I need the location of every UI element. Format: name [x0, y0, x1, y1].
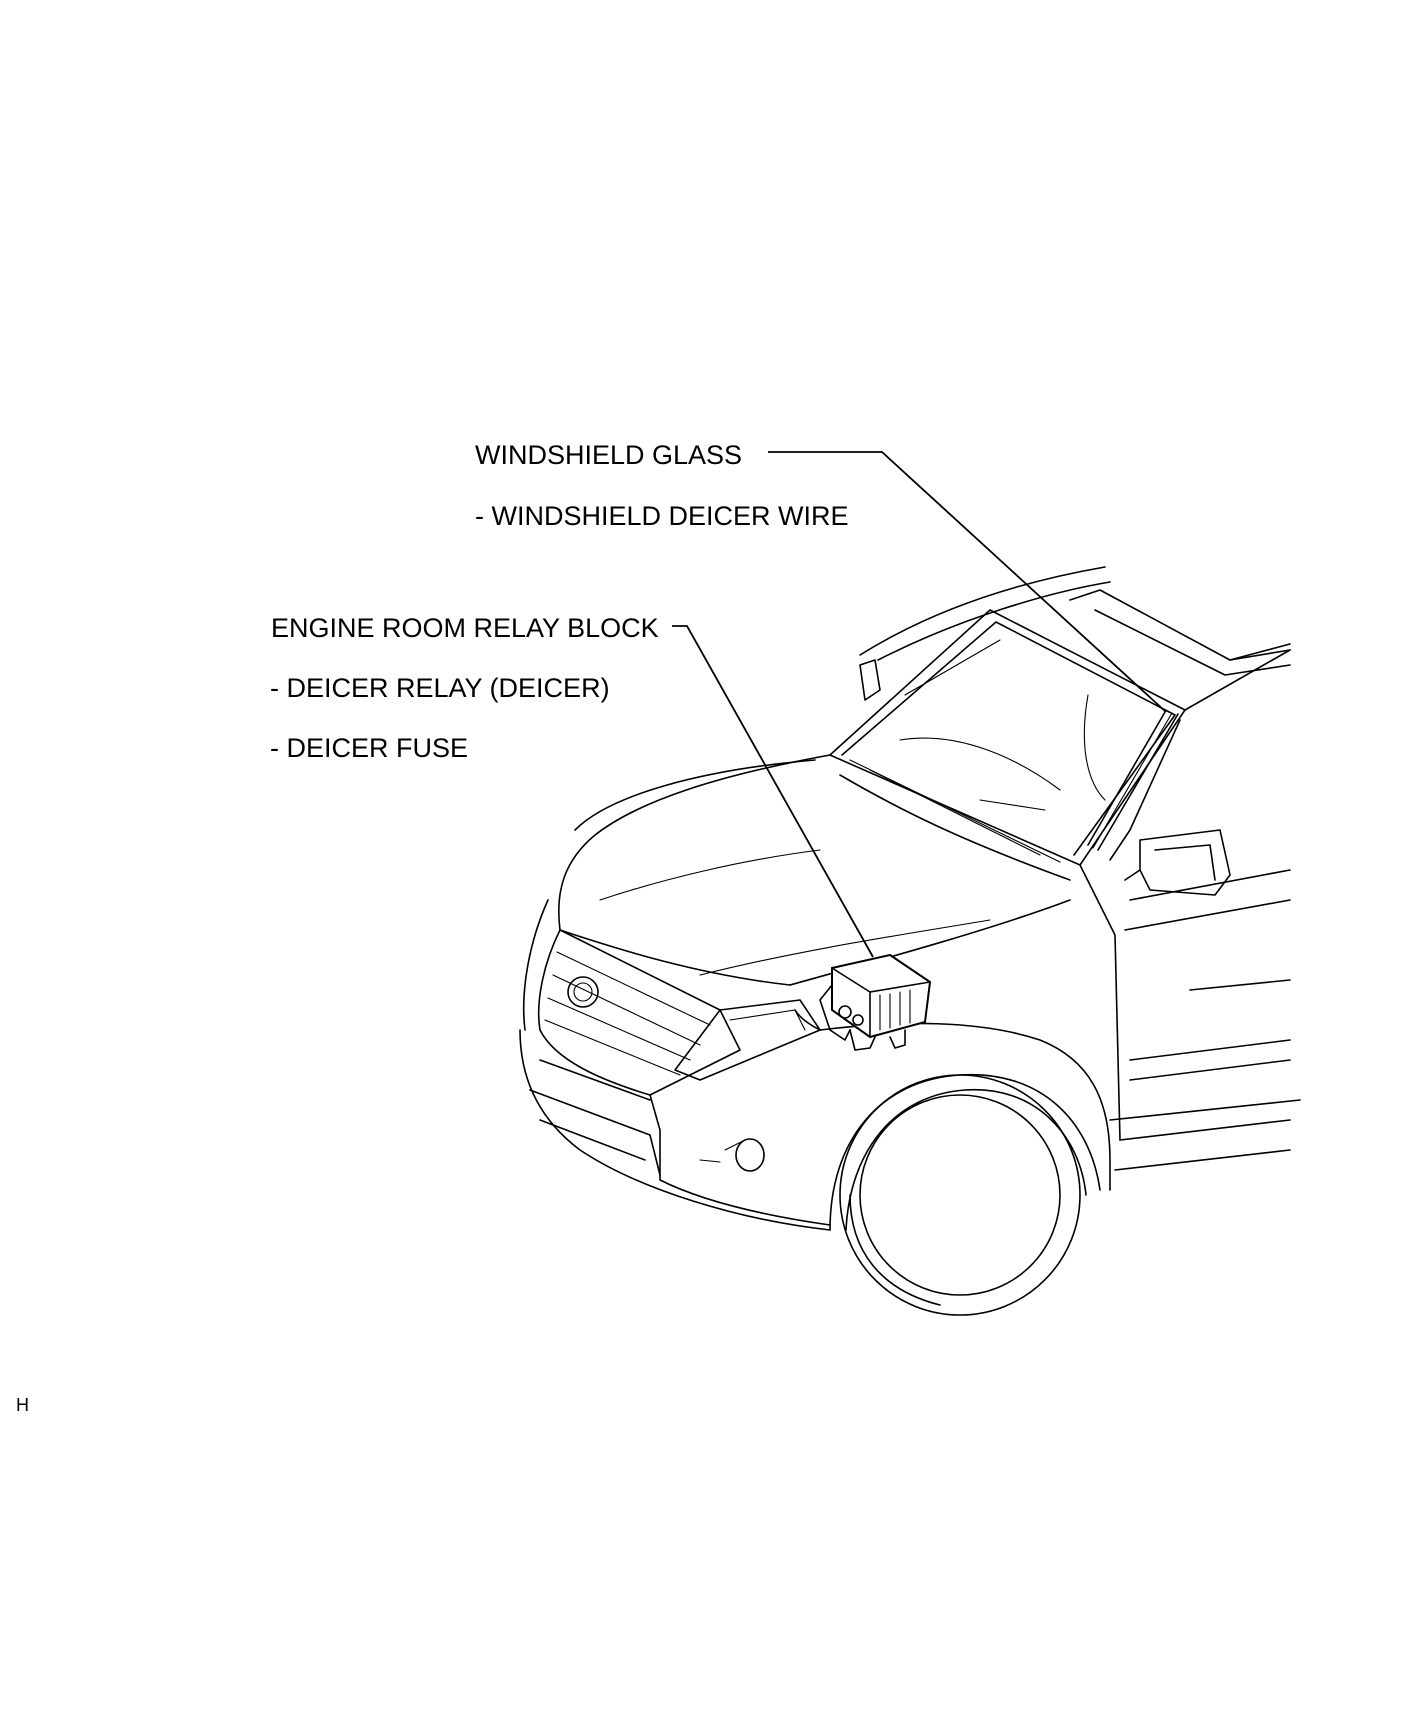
relay-block-leader [672, 625, 874, 958]
windshield-deicer-wire-label: - WINDSHIELD DEICER WIRE [475, 501, 849, 531]
engine-room-relay-block [794, 953, 932, 1051]
windshield-glass-label: WINDSHIELD GLASS [475, 440, 743, 470]
engine-room-relay-block-label: ENGINE ROOM RELAY BLOCK [271, 613, 659, 643]
figure-code: H [16, 1395, 29, 1415]
deicer-fuse-label: - DEICER FUSE [270, 733, 469, 763]
vehicle-line-art [519, 566, 1301, 1316]
windshield-glass-leader [768, 451, 1167, 713]
deicer-relay-label: - DEICER RELAY (DEICER) [270, 673, 610, 703]
